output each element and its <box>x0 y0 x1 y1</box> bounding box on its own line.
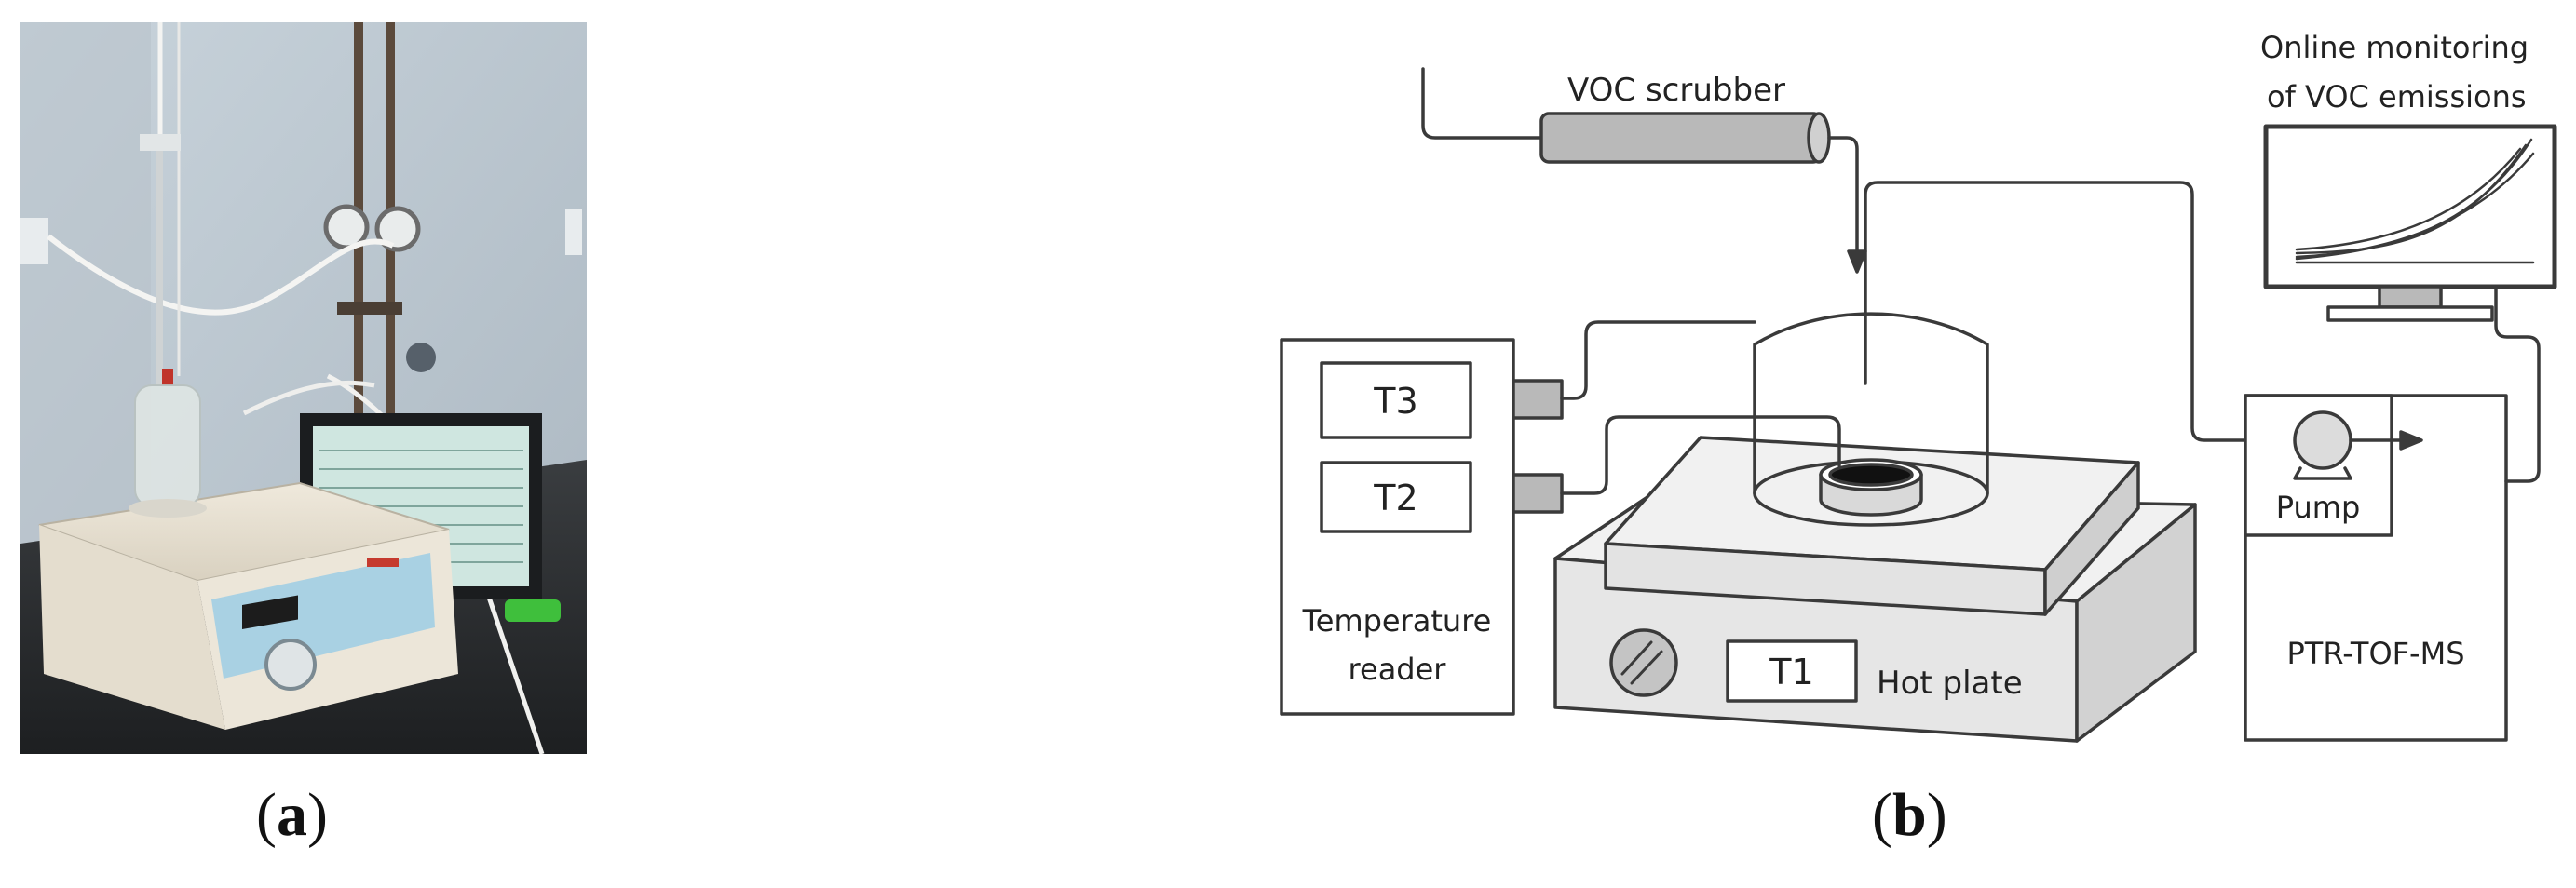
photo-bottle-base <box>129 499 207 518</box>
photo-tube-5 <box>242 380 375 416</box>
hot-plate-label: Hot plate <box>1877 665 2023 702</box>
panel-b-letter: b <box>1891 781 1927 849</box>
t1-label: T1 <box>1769 652 1813 693</box>
hot-plate-knob <box>1609 628 1678 697</box>
voc-scrubber <box>1539 112 1823 164</box>
inlet-tube <box>1421 67 1546 140</box>
photo-setup <box>20 22 587 754</box>
t3-display <box>1320 361 1472 439</box>
photo-hotplate-brand <box>367 558 399 567</box>
ptr-tof-ms-label: PTR-TOF-MS <box>2287 636 2465 671</box>
t2-display <box>1320 461 1472 533</box>
monitor-stand-neck <box>2378 285 2443 309</box>
panel-a-paren-open: ( <box>256 781 277 849</box>
panel-b-paren-open: ( <box>1872 781 1892 849</box>
hot-plate-knob-stripes <box>1620 640 1663 685</box>
t2-connector <box>1512 473 1564 514</box>
photo-bottle-cap <box>162 369 173 385</box>
scrubber-to-dome-tube <box>1827 136 1859 270</box>
photo-hotplate-panel <box>211 553 435 679</box>
photo-valve-knob <box>406 343 436 372</box>
monitor-curves <box>2295 138 2535 264</box>
t2-label: T2 <box>1373 478 1417 518</box>
panel-b-label: (b) <box>1872 780 1947 851</box>
temperature-reader-label-2: reader <box>1349 652 1447 687</box>
pump-base <box>2293 466 2352 480</box>
monitor-caption-line1: Online monitoring <box>2260 30 2529 65</box>
sampling-line <box>1864 181 2274 442</box>
t3-label: T3 <box>1373 381 1417 422</box>
hot-plate-top-side <box>2043 461 2140 616</box>
photo-green-object <box>505 599 561 622</box>
panel-a-letter: a <box>276 781 307 849</box>
voc-scrubber-end <box>1807 112 1831 164</box>
sample-dish-liquid <box>1828 463 1914 487</box>
bell-jar-dome <box>1753 312 1989 495</box>
inflow-arrow <box>1847 249 1867 274</box>
photo-gauge-2 <box>374 206 421 252</box>
photo-wall-socket <box>20 218 48 264</box>
pump-icon <box>2293 410 2352 470</box>
monitor-cable <box>2494 285 2541 483</box>
monitor-frame <box>2263 124 2557 289</box>
photo-hotplate-knob <box>264 639 317 691</box>
temperature-reader-label-1: Temperature <box>1302 603 1492 639</box>
t2-probe-wire <box>1560 415 1841 495</box>
t3-probe-wire <box>1560 320 1756 400</box>
scrubber-label: VOC scrubber <box>1567 72 1785 109</box>
photo-stand-rod <box>156 134 163 385</box>
t1-display <box>1726 639 1858 703</box>
hot-plate-base-side <box>2075 503 2197 743</box>
photo-wall-shadow <box>20 22 151 544</box>
monitor-caption-line2: of VOC emissions <box>2267 79 2527 114</box>
monitor-stand-base <box>2326 305 2494 322</box>
photo-valve-1 <box>337 302 402 315</box>
t3-connector <box>1512 379 1564 420</box>
photo-hotplate-display <box>242 595 298 630</box>
panel-a-label: (a) <box>256 780 328 851</box>
panel-b-paren-close: ) <box>1926 781 1947 849</box>
photo-stand-clamp <box>140 134 181 151</box>
photo-hotplate-front <box>39 525 225 730</box>
panel-a-paren-close: ) <box>306 781 328 849</box>
pump-outlet-arrow <box>2399 430 2423 451</box>
pump-label: Pump <box>2276 490 2361 525</box>
photo-wall-switch <box>565 209 582 255</box>
photo-tube-1 <box>47 234 395 316</box>
